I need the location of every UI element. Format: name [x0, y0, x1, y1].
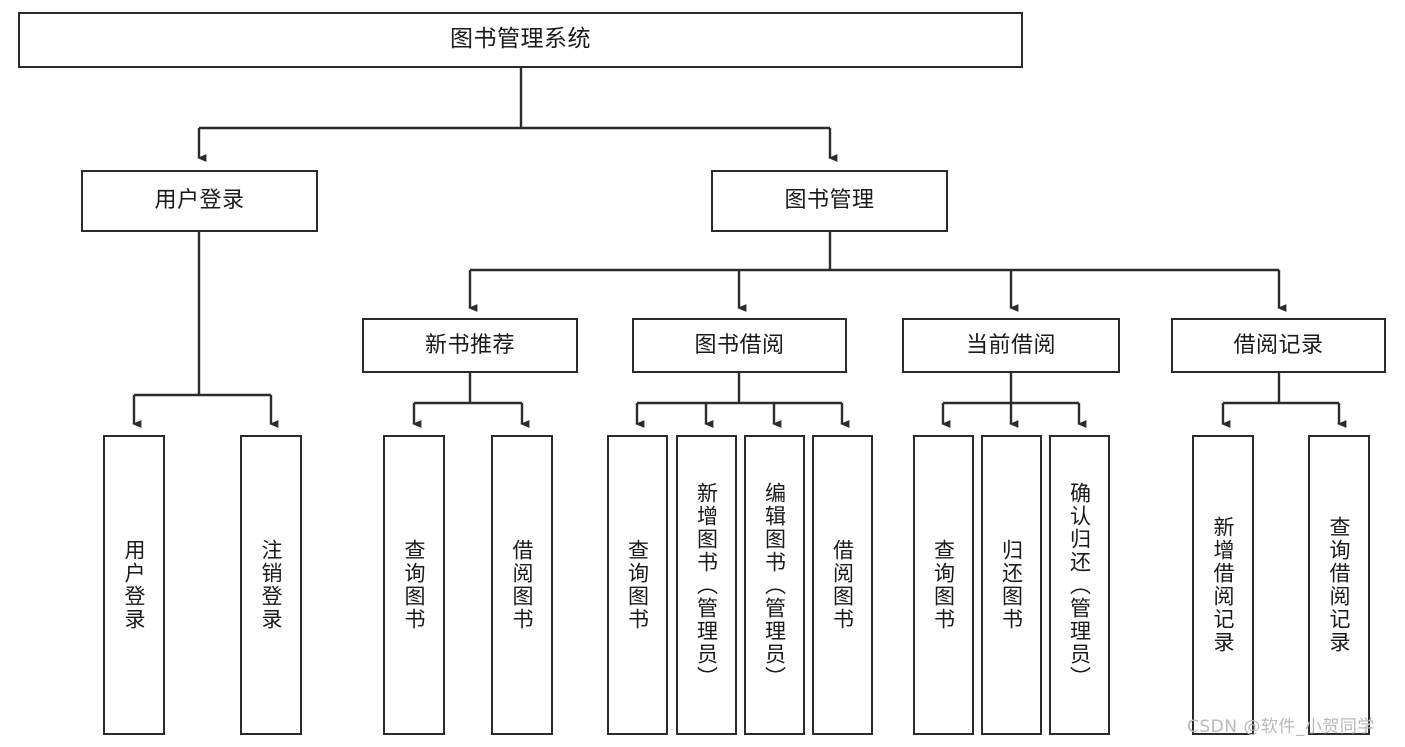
node-leaf-query-book-2[interactable]: 查询图书 — [607, 435, 668, 735]
node-new-book-rec[interactable]: 新书推荐 — [362, 318, 578, 373]
node-leaf-query-book-2-label: 查询图书 — [625, 539, 650, 631]
node-leaf-confirm-return-label: 确认归还（管理员） — [1067, 481, 1092, 689]
node-leaf-query-book-3-label: 查询图书 — [931, 539, 956, 631]
node-current-borrow-label: 当前借阅 — [965, 332, 1056, 358]
node-leaf-edit-book-label: 编辑图书（管理员） — [762, 481, 787, 689]
node-user-login-label: 用户登录 — [154, 188, 245, 214]
node-leaf-query-book-1[interactable]: 查询图书 — [383, 435, 445, 735]
node-new-book-rec-label: 新书推荐 — [424, 332, 515, 358]
node-current-borrow[interactable]: 当前借阅 — [902, 318, 1120, 373]
node-leaf-user-login[interactable]: 用户登录 — [103, 435, 165, 735]
node-leaf-user-login-label: 用户登录 — [122, 539, 147, 631]
node-leaf-edit-book[interactable]: 编辑图书（管理员） — [744, 435, 805, 735]
node-leaf-borrow-book-2[interactable]: 借阅图书 — [812, 435, 873, 735]
node-leaf-borrow-book-1[interactable]: 借阅图书 — [491, 435, 553, 735]
node-root-label: 图书管理系统 — [450, 26, 591, 53]
node-leaf-query-record-label: 查询借阅记录 — [1327, 516, 1352, 654]
node-borrow-record[interactable]: 借阅记录 — [1171, 318, 1386, 373]
node-borrow-record-label: 借阅记录 — [1233, 332, 1324, 358]
node-leaf-logout-label: 注销登录 — [259, 539, 284, 631]
node-leaf-query-record[interactable]: 查询借阅记录 — [1308, 435, 1370, 735]
node-book-manage[interactable]: 图书管理 — [711, 170, 948, 232]
node-leaf-return-book-label: 归还图书 — [999, 539, 1024, 631]
node-leaf-add-book-label: 新增图书（管理员） — [694, 481, 719, 689]
node-leaf-logout[interactable]: 注销登录 — [240, 435, 302, 735]
csdn-watermark: CSDN @软件_小贺同学 — [1187, 717, 1375, 737]
node-user-login[interactable]: 用户登录 — [81, 170, 318, 232]
node-leaf-query-book-1-label: 查询图书 — [402, 539, 427, 631]
node-leaf-query-book-3[interactable]: 查询图书 — [913, 435, 974, 735]
node-leaf-borrow-book-2-label: 借阅图书 — [830, 539, 855, 631]
node-leaf-add-record[interactable]: 新增借阅记录 — [1192, 435, 1254, 735]
node-root[interactable]: 图书管理系统 — [18, 12, 1023, 68]
node-book-manage-label: 图书管理 — [784, 188, 875, 214]
node-leaf-confirm-return[interactable]: 确认归还（管理员） — [1049, 435, 1110, 735]
node-leaf-return-book[interactable]: 归还图书 — [981, 435, 1042, 735]
node-leaf-borrow-book-1-label: 借阅图书 — [510, 539, 535, 631]
node-leaf-add-record-label: 新增借阅记录 — [1211, 516, 1236, 654]
node-leaf-add-book[interactable]: 新增图书（管理员） — [676, 435, 737, 735]
node-book-borrow[interactable]: 图书借阅 — [632, 318, 847, 373]
node-book-borrow-label: 图书借阅 — [694, 332, 785, 358]
